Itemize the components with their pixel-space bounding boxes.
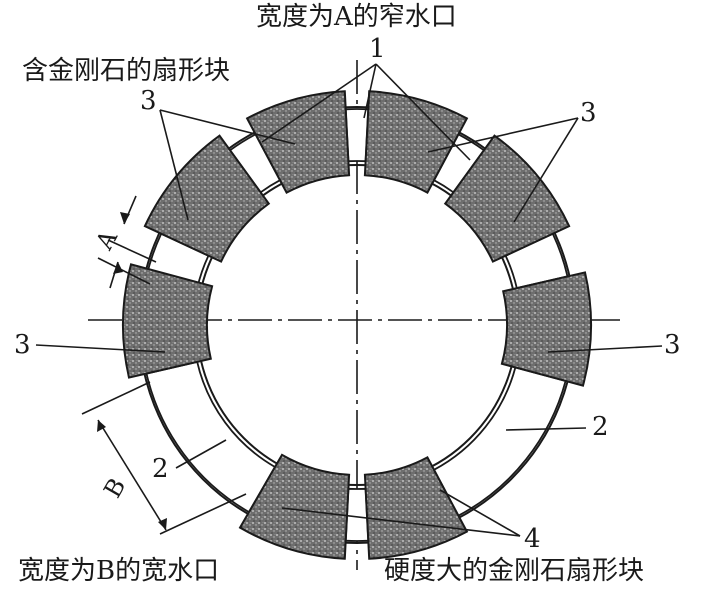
wide-waterway-right bbox=[432, 366, 567, 517]
wide-waterway-caption: 宽度为B的宽水口 bbox=[18, 556, 220, 586]
segment-group bbox=[122, 90, 592, 560]
hard-segment-caption: 硬度大的金刚石扇形块 bbox=[384, 556, 645, 586]
callout-1: 1 bbox=[369, 34, 386, 64]
segment-left bbox=[122, 263, 214, 379]
callout-3-right: 3 bbox=[664, 330, 681, 360]
segment-right bbox=[500, 271, 592, 387]
segment-upper-right bbox=[443, 134, 571, 263]
segment-bottom-left bbox=[238, 453, 351, 560]
segment-bottom-right bbox=[363, 456, 469, 560]
segment-top-right bbox=[363, 90, 469, 194]
dimension-arrows bbox=[97, 212, 167, 530]
narrow-waterway-caption: 宽度为A的窄水口 bbox=[256, 2, 457, 32]
narrow-waterway-bottom bbox=[344, 487, 370, 542]
callout-2-left: 2 bbox=[152, 454, 169, 484]
leader-lines bbox=[35, 63, 663, 537]
callout-4: 4 bbox=[524, 524, 541, 554]
wide-waterway-left bbox=[145, 360, 277, 514]
diamond-segment-caption: 含金刚石的扇形块 bbox=[22, 56, 231, 86]
segment-top-left bbox=[245, 90, 351, 194]
callout-3-left: 3 bbox=[14, 330, 31, 360]
segment-upper-left bbox=[143, 134, 271, 263]
callout-3-top-left: 3 bbox=[140, 86, 157, 116]
callout-3-top-right: 3 bbox=[580, 98, 597, 128]
callout-2-right: 2 bbox=[592, 412, 609, 442]
